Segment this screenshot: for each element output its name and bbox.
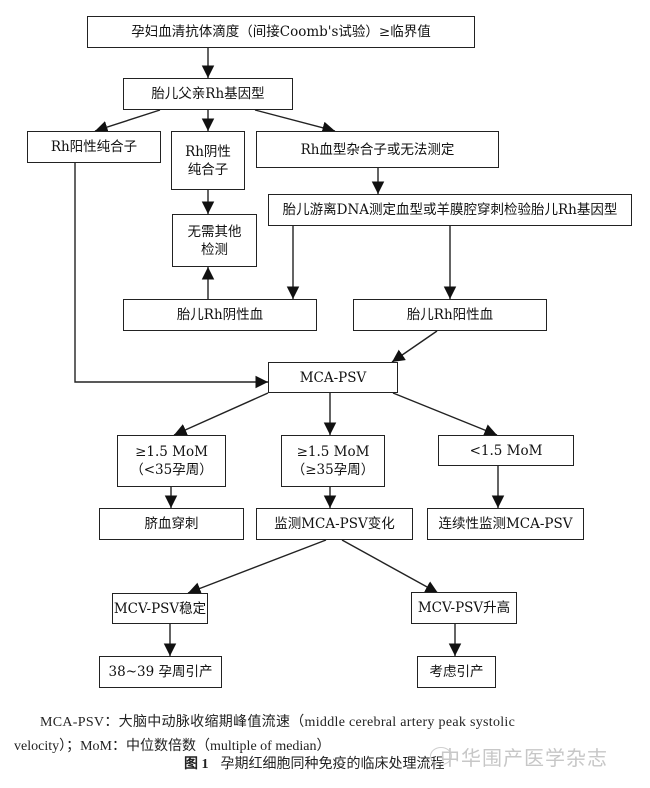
figure-label: 图 1 <box>184 757 209 772</box>
node-monitor-change: 监测MCA-PSV变化 <box>256 508 413 540</box>
edge-father-rhpos <box>94 109 161 134</box>
node-ge15-ge35: ≥1.5 MoM （≥35孕周） <box>281 435 385 487</box>
node-induce-38-39: 38~39 孕周引产 <box>99 656 222 688</box>
node-consider-induction: 考虑引产 <box>417 656 496 688</box>
edge-rhpos-mca <box>74 163 268 389</box>
edge-monitor-stable <box>187 539 327 595</box>
node-cordocentesis: 脐血穿刺 <box>99 508 244 540</box>
legend-line-1: MCA-PSV：大脑中动脉收缩期峰值流速（middle cerebral art… <box>40 715 516 730</box>
node-rh-heterozygous: Rh血型杂合子或无法测定 <box>256 131 499 168</box>
node-rh-neg-homozygous: Rh阴性 纯合子 <box>171 131 245 190</box>
node-continuous-monitor: 连续性监测MCA-PSV <box>427 508 584 540</box>
node-fetal-dna-test: 胎儿游离DNA测定血型或羊膜腔穿刺检验胎儿Rh基因型 <box>268 194 632 226</box>
edge-monitor-elevated <box>341 539 439 594</box>
node-psv-stable: MCV-PSV稳定 <box>112 593 208 624</box>
figure-title: 孕期红细胞同种免疫的临床处理流程 <box>220 757 445 772</box>
node-mca-psv: MCA-PSV <box>268 362 398 393</box>
node-titer: 孕妇血清抗体滴度（间接Coomb's试验）≥临界值 <box>87 16 475 48</box>
figure-caption: 图 1 孕期红细胞同种免疫的临床处理流程 <box>184 753 445 773</box>
node-psv-elevated: MCV-PSV升高 <box>411 592 517 624</box>
edge-father-rhhetero <box>254 109 336 134</box>
legend-line-2: velocity）；MoM：中位数倍数（multiple of median） <box>14 739 331 754</box>
edge-fetalpos-mca <box>391 330 438 363</box>
node-no-further-test: 无需其他 检测 <box>172 214 257 267</box>
node-ge15-lt35: ≥1.5 MoM （<35孕周） <box>117 435 226 487</box>
node-rh-pos-homozygous: Rh阳性纯合子 <box>27 131 161 163</box>
node-fetal-rh-negative: 胎儿Rh阴性血 <box>123 299 317 331</box>
node-father-genotype: 胎儿父亲Rh基因型 <box>123 78 293 110</box>
wechat-icon <box>430 747 452 765</box>
node-fetal-rh-positive: 胎儿Rh阳性血 <box>353 299 547 331</box>
node-lt15: <1.5 MoM <box>438 435 574 466</box>
watermark: 中华围产医学杂志 <box>440 746 608 770</box>
edge-mca-lt15 <box>392 392 498 437</box>
edge-mca-ge15lt35 <box>173 392 269 436</box>
